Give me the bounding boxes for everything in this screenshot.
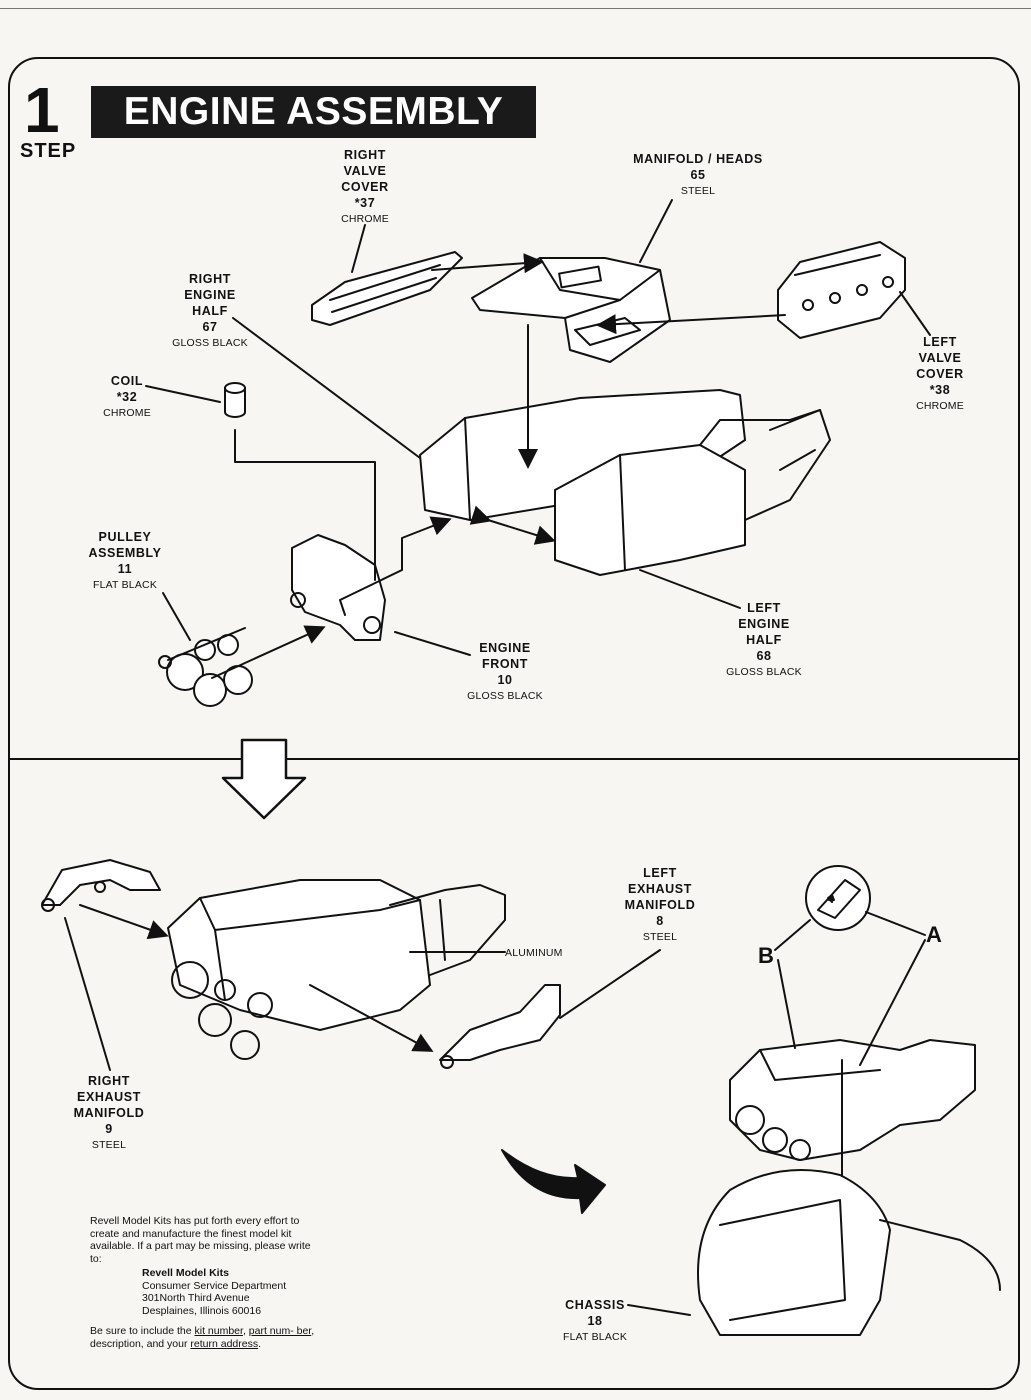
step-label: STEP [20,140,77,162]
glue-detail-drawing [805,865,871,931]
notice-address: Revell Model Kits Consumer Service Depar… [142,1267,320,1317]
left-exhaust-manifold-drawing [439,984,561,1069]
label-left-valve-cover: LEFT VALVE COVER *38 CHROME [916,335,964,412]
left-valve-cover-drawing [777,241,906,339]
curved-arrow-icon [501,1149,606,1214]
engine-block-drawing [419,389,831,576]
coil-drawing [224,382,246,418]
callout-a: A [926,922,942,947]
notice-address-line: Consumer Service Department [142,1279,287,1292]
notice-intro: Revell Model Kits has put forth every ef… [90,1215,311,1265]
label-aluminum: ALUMINUM [505,947,563,959]
notice-address-line: 301North Third Avenue [142,1292,250,1304]
label-right-exhaust-manifold: RIGHT EXHAUST MANIFOLD 9 STEEL [73,1074,145,1151]
step-number: 1 [24,74,60,146]
label-left-engine-half: LEFT ENGINE HALF 68 GLOSS BLACK [726,601,802,678]
part-number-text: part num- ber [248,1325,312,1337]
right-exhaust-manifold-drawing [41,859,161,912]
label-pulley-assembly: PULLEY ASSEMBLY 11 FLAT BLACK [88,530,162,591]
label-right-valve-cover: RIGHT VALVE COVER *37 CHROME [341,148,389,225]
pulley-assembly-drawing [158,627,253,707]
manifold-heads-drawing [471,257,671,363]
section-divider [8,758,1020,760]
callout-b: B [758,943,774,968]
customer-service-notice: Revell Model Kits has put forth every ef… [90,1215,320,1350]
right-valve-cover-drawing [311,251,463,326]
final-engine-drawing [729,1039,976,1161]
section-title: ENGINE ASSEMBLY [91,86,536,138]
engine-front-drawing [290,534,386,641]
notice-org: Revell Model Kits [142,1267,229,1279]
down-arrow-icon [221,738,307,820]
notice-address-line: Desplaines, Illinois 60016 [142,1304,262,1317]
label-left-exhaust-manifold: LEFT EXHAUST MANIFOLD 8 STEEL [624,866,696,943]
page-top-rule [0,8,1031,9]
label-right-engine-half: RIGHT ENGINE HALF 67 GLOSS BLACK [172,272,248,349]
kit-number-text: kit number [194,1325,243,1337]
return-address-text: return address [190,1337,259,1350]
instruction-frame [8,57,1020,1390]
chassis-drawing [697,1169,1001,1336]
label-coil: COIL *32 CHROME [103,374,151,419]
label-chassis: CHASSIS 18 FLAT BLACK [562,1298,628,1343]
label-manifold-heads: MANIFOLD / HEADS 65 STEEL [633,152,763,197]
notice-outro: Be sure to include the kit number, part … [90,1325,315,1350]
label-engine-front: ENGINE FRONT 10 GLOSS BLACK [467,641,543,702]
assembled-engine-drawing [167,879,506,1060]
